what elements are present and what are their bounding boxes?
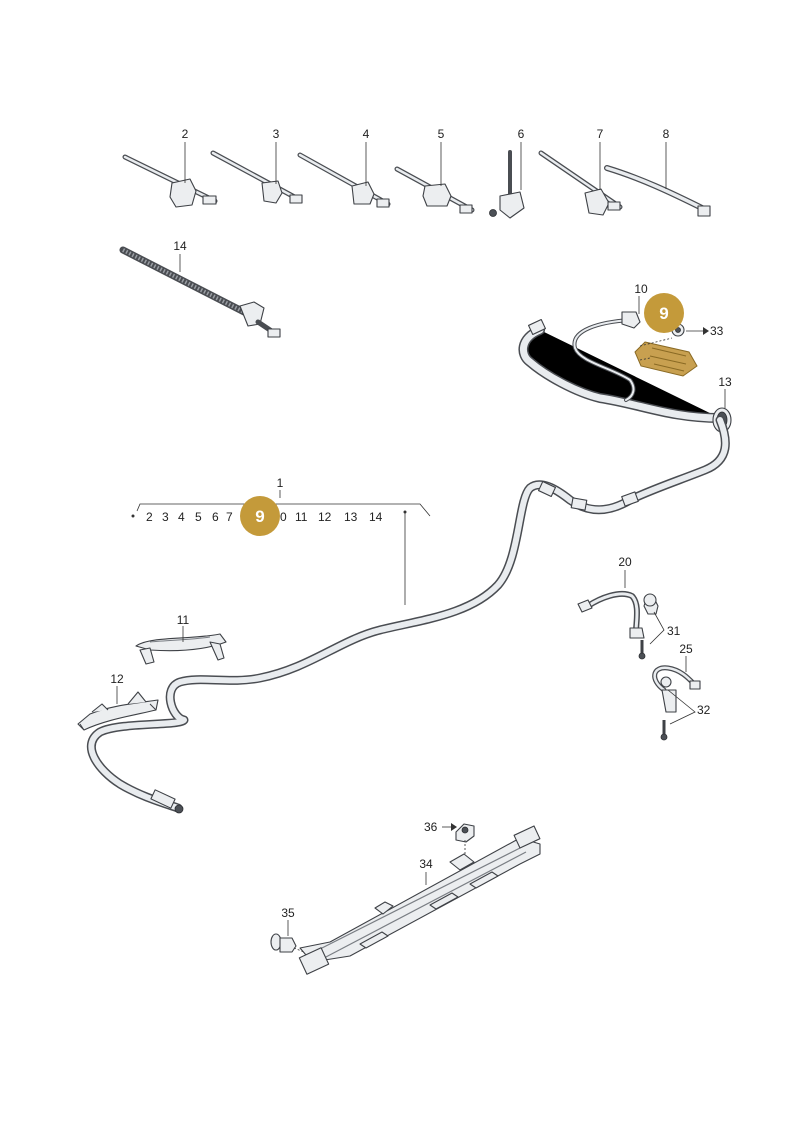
- group-item: 12: [318, 510, 332, 524]
- callout-13: 13: [718, 375, 732, 389]
- badge-group: 9: [240, 496, 280, 536]
- cable-tie-5: [394, 166, 475, 214]
- group-item: 3: [162, 510, 169, 524]
- cable-tie-7: [538, 150, 623, 216]
- mounting-rail-34: [298, 825, 541, 975]
- cable-tie-4: [297, 152, 391, 208]
- callout-4: 4: [363, 127, 370, 141]
- nut-36: [455, 823, 475, 856]
- group-item: 2: [146, 510, 153, 524]
- callout-7: 7: [597, 127, 604, 141]
- guide-11: [135, 633, 227, 665]
- group-item: 0: [280, 510, 287, 524]
- callout-12: 12: [110, 672, 124, 686]
- group-item: 4: [178, 510, 185, 524]
- callout-11: 11: [177, 613, 190, 627]
- callout-36: 36: [424, 820, 438, 834]
- callout-2: 2: [182, 127, 189, 141]
- earth-strap-25: [652, 665, 701, 741]
- group-item: 5: [195, 510, 202, 524]
- cable-tie-2: [122, 154, 218, 208]
- harness-upper-branch: [518, 311, 732, 433]
- group-item: 14: [369, 510, 383, 524]
- cable-tie-3: [210, 150, 303, 204]
- badge-group-label: 9: [255, 507, 264, 526]
- badge-top: 9: [644, 293, 684, 333]
- group-item-list: 2 3 4 5 6 7 0 11 12 13 14: [146, 510, 383, 524]
- callout-20: 20: [618, 555, 632, 569]
- callout-34: 34: [419, 857, 433, 871]
- callout-33: 33: [710, 324, 724, 338]
- callout-31: 31: [667, 624, 681, 638]
- callout-8: 8: [663, 127, 670, 141]
- group-bracket: [131, 490, 431, 605]
- cable-tie-8: [604, 165, 711, 217]
- guide-12: [77, 691, 159, 731]
- callout-1: 1: [277, 476, 284, 490]
- clip-35: [270, 933, 305, 953]
- group-item: 13: [344, 510, 358, 524]
- callout-leaders-top: [184, 142, 667, 190]
- bolt-31: [638, 593, 657, 660]
- cable-tie-6: [489, 150, 525, 219]
- callout-25: 25: [679, 642, 693, 656]
- callout-10: 10: [634, 282, 648, 296]
- callout-5: 5: [438, 127, 445, 141]
- callout-3: 3: [273, 127, 280, 141]
- callout-6: 6: [518, 127, 525, 141]
- callout-35: 35: [281, 906, 295, 920]
- badge-top-label: 9: [659, 304, 668, 323]
- main-harness: [86, 415, 730, 814]
- group-item: 7: [226, 510, 233, 524]
- group-item: 6: [212, 510, 219, 524]
- callout-14: 14: [173, 239, 187, 253]
- strap-14: [119, 246, 281, 338]
- group-item: 11: [295, 510, 308, 524]
- callout-32: 32: [697, 703, 711, 717]
